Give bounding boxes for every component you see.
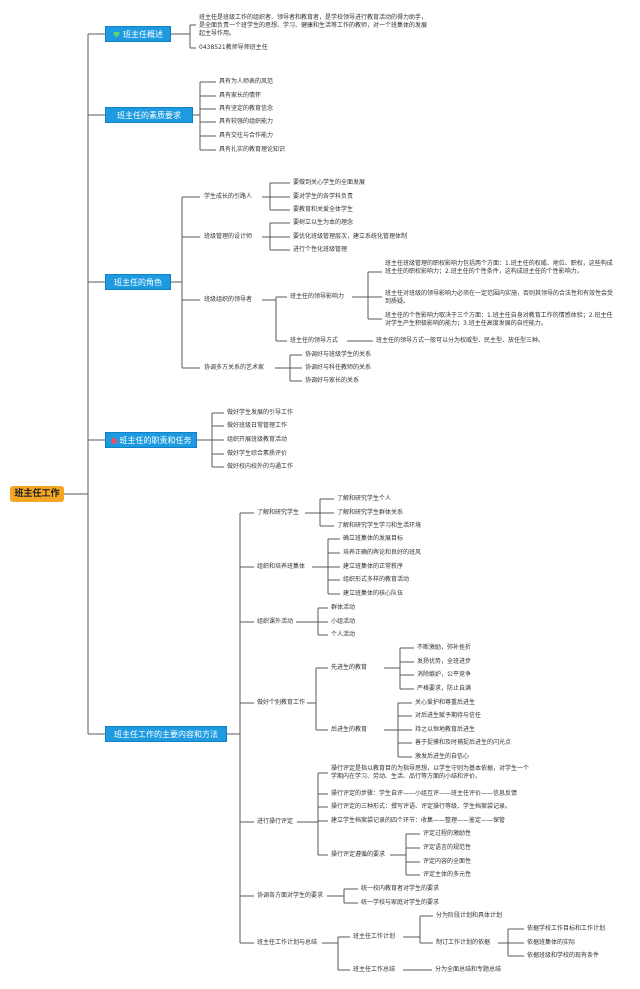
methods-item: 消除嫉妒，公平竞争 — [417, 671, 472, 678]
quality-item: 具有坚定的教育信念 — [219, 105, 274, 112]
role-item: 协调好与科任教师的关系 — [305, 364, 372, 371]
methods-item: 组织形式多样的教育活动 — [343, 576, 410, 583]
methods-item: 群体活动 — [331, 604, 356, 611]
methods-item: 激发后进生的自信心 — [415, 753, 470, 760]
individual-advanced-label: 先进生的教育 — [331, 664, 368, 671]
role-item: 要对学生的各学科负责 — [293, 193, 354, 200]
role-item: 要教育和关爱全体学生 — [293, 206, 354, 213]
main-node-overview[interactable]: 班主任概述 — [105, 26, 171, 42]
main-node-label: 班主任概述 — [123, 30, 163, 39]
influence-item: 班主任班级管理的职权影响力包括两个方面：1.班主任的权威、地位、职权，这些构成班… — [385, 260, 613, 275]
methods-item: 严格要求，防止自满 — [417, 685, 472, 692]
methods-item: 了解和研究学生群体关系 — [337, 509, 404, 516]
methods-item: 不断激励，弥补挫折 — [417, 644, 472, 651]
bullet-icon — [110, 437, 117, 444]
role-designer-label: 班级管理的设计师 — [204, 233, 253, 240]
root-node[interactable]: 班主任工作 — [10, 486, 64, 502]
overview-definition: 班主任是班级工作的组织者、领导者和教育者，是学校领导进行教育活动的得力助手，是全… — [199, 14, 428, 37]
main-node-methods[interactable]: 班主任工作的主要内容和方法 — [105, 726, 227, 742]
role-item: 协调好与班级学生的关系 — [305, 351, 372, 358]
role-item: 要树立以生为本的理念 — [293, 219, 354, 226]
plan-summary-text: 分为全面总结和专题总结 — [435, 966, 502, 973]
influence-item: 班主任的个性影响力取决于三个方面：1.班主任自身对教育工作的情感体验；2.班主任… — [385, 312, 613, 327]
methods-item: 统一学校与家庭对学生的要求 — [361, 899, 440, 906]
leader-method-text: 班主任的领导方式一般可以分为权威型、民主型、放任型三种。 — [376, 337, 545, 344]
role-leader-label: 班级组织的领导者 — [204, 296, 253, 303]
methods-item: 评定语言的规范性 — [423, 844, 472, 851]
main-node-label: 班主任的职责和任务 — [119, 436, 192, 445]
duty-item: 做好学生发展的引导工作 — [227, 409, 294, 416]
methods-item: 确立班集体的发展目标 — [343, 535, 404, 542]
conduct-principle-label: 操行评定遵循的要求 — [331, 851, 386, 858]
methods-item: 持之以恒地教育后进生 — [415, 726, 476, 733]
methods-plan-label: 班主任工作计划与总结 — [257, 939, 318, 946]
plan-planning-label: 班主任工作计划 — [353, 933, 396, 940]
methods-individual-label: 做好个别教育工作 — [257, 699, 306, 706]
methods-item: 建立班集体的核心队伍 — [343, 590, 404, 597]
main-node-label: 班主任的角色 — [114, 278, 162, 287]
methods-item: 评定过程的激励性 — [423, 830, 472, 837]
main-node-label: 班主任工作的主要内容和方法 — [114, 730, 218, 739]
methods-item: 善于捉摸和及时捕捉后进生的闪光点 — [415, 739, 512, 746]
methods-item: 小组活动 — [331, 618, 356, 625]
plan-basis-label: 制订工作计划的依据 — [436, 939, 491, 946]
methods-conduct-label: 进行操行评定 — [257, 818, 294, 825]
quality-item: 具有交往与合作能力 — [219, 132, 274, 139]
duty-item: 做好学生综合素质评价 — [227, 450, 288, 457]
role-item: 进行个性化班级管理 — [293, 246, 348, 253]
plan-stage: 分为阶段计划和具体计划 — [436, 912, 503, 919]
methods-item: 对后进生赋予期待与信任 — [415, 712, 482, 719]
methods-organize-label: 组织和培养班集体 — [257, 563, 306, 570]
conduct-item: 建立学生档案袋记录的四个环节：收集——整理——鉴定——保管 — [331, 817, 506, 824]
role-artist-label: 协调多方关系的艺术家 — [204, 364, 265, 371]
conduct-item: 操行评定是指以教育目的为指导思想，以学生守则为基本依据，对学生一个学期内在学习、… — [331, 765, 530, 780]
influence-item: 班主任对班级的领导影响力必须在一定范围内实施，否则其领导的合法性和有效性会受到质… — [385, 290, 614, 305]
methods-item: 培养正确的舆论和良好的班风 — [343, 549, 422, 556]
methods-coordinate-label: 协调各方面对学生的要求 — [257, 892, 324, 899]
individual-backward-label: 后进生的教育 — [331, 726, 368, 733]
duty-item: 做好校内校外的沟通工作 — [227, 463, 294, 470]
methods-item: 评定主体的多元性 — [423, 871, 472, 878]
methods-item: 依据班级和学校的现有条件 — [527, 952, 600, 959]
plan-summary-label: 班主任工作总结 — [353, 966, 396, 973]
role-item: 协调好与家长的关系 — [305, 377, 360, 384]
main-node-quality[interactable]: 班主任的素质要求 — [105, 107, 193, 123]
methods-item: 依据班集体的实际 — [527, 939, 576, 946]
quality-item: 具有家长的情怀 — [219, 92, 262, 99]
methods-item: 依据学校工作目标和工作计划 — [527, 925, 606, 932]
conduct-item: 操行评定的三种形式：撰写评语、评定操行等级、学生档案袋记录。 — [331, 803, 512, 810]
main-node-duty[interactable]: 班主任的职责和任务 — [105, 432, 197, 448]
methods-item: 评定内容的全面性 — [423, 858, 472, 865]
duty-item: 做好班级日常管理工作 — [227, 422, 288, 429]
methods-understand-label: 了解和研究学生 — [257, 509, 300, 516]
leader-method-label: 班主任的领导方式 — [290, 337, 339, 344]
role-guide-label: 学生成长的引路人 — [204, 193, 253, 200]
quality-item: 具有为人师表的风范 — [219, 78, 274, 85]
main-node-role[interactable]: 班主任的角色 — [105, 274, 171, 290]
overview-note: 0438521教师导师班主任 — [199, 44, 268, 51]
methods-item: 发扬优势，全班进步 — [417, 658, 472, 665]
conduct-item: 操行评定的步骤：学生自评——小组互评——班主任评价——信息反馈 — [331, 790, 518, 797]
duty-item: 组织开展班级教育活动 — [227, 436, 288, 443]
methods-item: 关心爱护和尊重后进生 — [415, 699, 476, 706]
gem-icon — [113, 31, 120, 38]
methods-item: 了解和研究学生学习和生活环境 — [337, 522, 422, 529]
methods-item: 建立班集体的正常秩序 — [343, 563, 404, 570]
methods-item: 了解和研究学生个人 — [337, 495, 392, 502]
methods-extra-label: 组织课外活动 — [257, 618, 294, 625]
role-item: 要做到关心学生的全面发展 — [293, 179, 366, 186]
quality-item: 具有较强的组织能力 — [219, 118, 274, 125]
leader-influence-label: 班主任的领导影响力 — [290, 293, 345, 300]
methods-item: 个人活动 — [331, 631, 356, 638]
methods-item: 统一校内教育者对学生的要求 — [361, 885, 440, 892]
main-node-label: 班主任的素质要求 — [117, 111, 181, 120]
role-item: 要优化班级管理层次，建立系统化管理体制 — [293, 233, 408, 240]
quality-item: 具有扎实的教育理论知识 — [219, 146, 286, 153]
